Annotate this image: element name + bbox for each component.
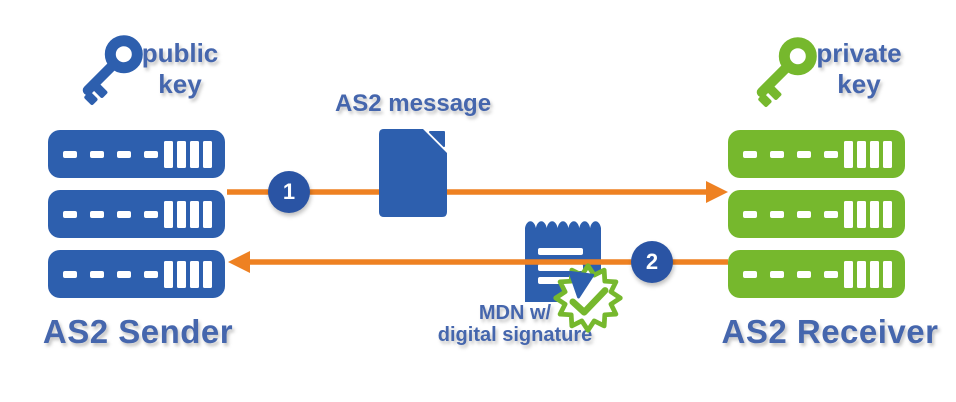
server-icon [728,130,905,178]
private-key-icon [756,37,817,107]
mdn-label-line1: MDN w/ [478,302,552,324]
server-icon [728,250,905,298]
mdn-label: MDN w/ digital signature [415,302,615,346]
step-2-badge: 2 [631,241,673,283]
server-icon [48,130,225,178]
server-vents [164,260,212,288]
server-icon [48,250,225,298]
server-leds [743,150,838,158]
receiver-server-stack [728,130,905,310]
checkmark-icon [569,287,609,316]
document-icon [379,129,447,217]
server-leds [63,150,158,158]
public-key-label: public key [110,38,250,100]
private-key-label-line1: private [816,38,902,68]
server-vents [844,140,892,168]
sender-server-stack [48,130,225,310]
server-vents [844,200,892,228]
receiver-title: AS2 Receiver [721,313,939,350]
public-key-label-line1: public [141,38,219,68]
server-vents [164,200,212,228]
server-icon [48,190,225,238]
sender-title: AS2 Sender [42,313,234,350]
server-leds [63,210,158,218]
mdn-label-line2: digital signature [437,324,593,346]
server-vents [164,140,212,168]
step-1-badge: 1 [268,171,310,213]
server-leds [63,270,158,278]
seal-fold-icon [568,270,595,299]
server-leds [743,210,838,218]
certified-seal-icon [553,263,623,333]
private-key-label-line2: key [837,69,881,99]
public-key-label-line2: key [158,69,202,99]
private-key-label: private key [789,38,929,100]
server-icon [728,190,905,238]
as2-message-label: AS2 message [334,90,492,117]
server-leds [743,270,838,278]
public-key-icon [82,35,143,105]
server-vents [844,260,892,288]
